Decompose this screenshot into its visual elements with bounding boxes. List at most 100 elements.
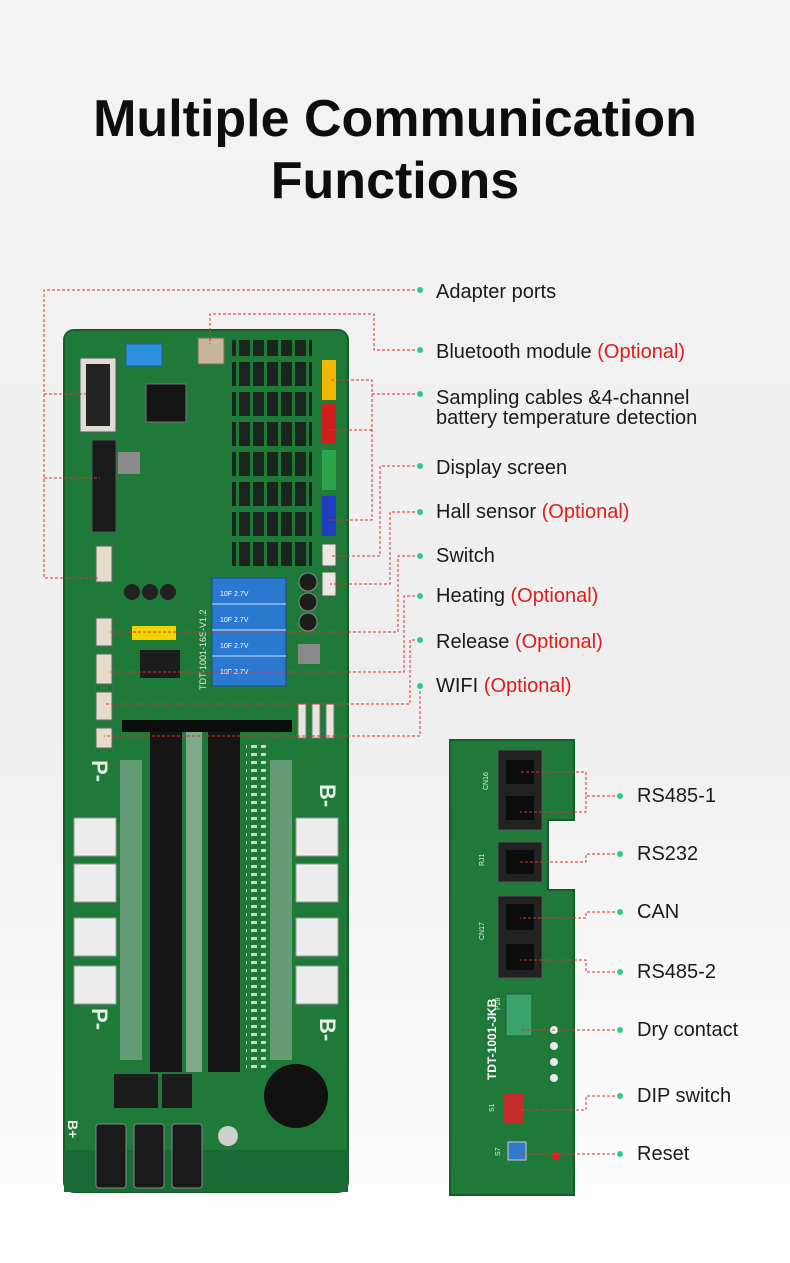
label-dot (617, 851, 623, 857)
silk-cn17: CN17 (479, 922, 486, 940)
title-line-2: Functions (270, 152, 520, 210)
sampling-connector-green (322, 450, 336, 490)
label-optional: (Optional) (483, 675, 572, 697)
label-dot (417, 509, 423, 515)
copper-pads-left (73, 817, 117, 1005)
label-name: WIFI (436, 675, 479, 697)
electrolytic-cap-3 (171, 1123, 203, 1189)
leader-bluetooth (209, 313, 420, 351)
busbar-left (120, 760, 142, 1060)
label-name: Hall sensor (436, 501, 537, 523)
leader-sampling-1 (330, 379, 420, 395)
resistor-3 (325, 703, 335, 739)
sampling-connector-yellow (322, 360, 336, 400)
busbar-middle (186, 732, 202, 1072)
label-dot (617, 1151, 623, 1157)
electrolytic-cap-1 (95, 1123, 127, 1189)
gate-drivers (246, 740, 266, 1070)
mosfet-column-left (150, 732, 182, 1072)
electrolytic-cap-2 (133, 1123, 165, 1189)
page-title: Multiple Communication Functions (0, 88, 790, 212)
small-capacitor-3 (160, 584, 176, 600)
label-name: Bluetooth module (436, 341, 592, 363)
label-dry-contact: Dry contact (637, 1019, 739, 1041)
label-dot (617, 1027, 623, 1033)
label-wifi: WIFI (Optional) (436, 675, 572, 697)
dip-switch (504, 1094, 524, 1124)
label-dot (617, 909, 623, 915)
silk-s7: S7 (495, 1147, 502, 1156)
copper-pads-right (295, 817, 339, 1005)
comm-board: TDT-1001-JKB CN17 RJ1 P28 S1 S7 CN16 (449, 739, 575, 1196)
busbar-right (270, 760, 292, 1060)
mosfet-column-right (208, 732, 240, 1072)
label-optional: (Optional) (541, 501, 630, 523)
leader-can (520, 911, 620, 919)
leader-hall (330, 511, 420, 585)
label-display-screen: Display screen (436, 457, 567, 479)
small-capacitor-1 (124, 584, 140, 600)
label-dot (417, 463, 423, 469)
label-name: Release (436, 631, 510, 653)
leader-release (104, 639, 420, 705)
wifi-connector (95, 691, 113, 721)
label-dot (417, 593, 423, 599)
silk-b-minus-top: B- (315, 784, 340, 807)
hall-connector (321, 571, 337, 597)
main-board-model-silk: TDT-1001-16S-V1.2 (198, 609, 208, 690)
small-capacitor-2 (142, 584, 158, 600)
yellow-component (132, 626, 176, 640)
label-name: Switch (436, 545, 495, 567)
label-bluetooth-module: Bluetooth module (Optional) (436, 341, 685, 363)
label-dip-switch: DIP switch (637, 1085, 732, 1107)
inductor (118, 452, 140, 474)
cap-top-silver (218, 1126, 238, 1146)
label-sampling-cables: Sampling cables &4-channel battery tempe… (436, 388, 697, 428)
cap-c (298, 612, 318, 632)
label-heating: Heating (Optional) (436, 585, 598, 607)
pad-right-2 (295, 863, 339, 903)
main-board: 10F 2.7V 10F 2.7V 10F 2.7V 10F 2.7V TDT-… (63, 329, 349, 1193)
leader-dip-switch (514, 1095, 620, 1111)
label-rs485-1: RS485-1 (637, 785, 716, 807)
label-name: Adapter ports (436, 281, 557, 303)
pad-left-3 (73, 917, 117, 957)
cap-b (298, 592, 318, 612)
pad-right-4 (295, 965, 339, 1005)
leader-rs232 (520, 853, 620, 863)
pad-left-4 (73, 965, 117, 1005)
label-dot (417, 683, 423, 689)
label-optional: (Optional) (514, 631, 603, 653)
bottom-chip-1 (114, 1074, 158, 1108)
label-name-line-2: battery temperature detection (436, 407, 698, 429)
label-dot (417, 391, 423, 397)
leader-sampling-2 (330, 394, 373, 521)
label-rs232: RS232 (637, 843, 699, 865)
label-optional: (Optional) (510, 585, 599, 607)
release-connector (95, 653, 113, 685)
sampling-connector-blue (322, 496, 336, 536)
bottom-chip-2 (162, 1074, 192, 1108)
label-dot (617, 793, 623, 799)
label-dot (417, 347, 423, 353)
adapter-port-left (95, 545, 113, 583)
buzzer (264, 1064, 328, 1128)
inductor-2 (298, 644, 320, 664)
silk-p28: P28 (495, 997, 502, 1010)
leader-adapter-ports (43, 289, 420, 579)
leader-lines (43, 289, 620, 1155)
label-name: Heating (436, 585, 505, 607)
leader-display (330, 465, 420, 557)
reset-led (552, 1152, 560, 1160)
heating-connector (95, 617, 113, 647)
label-dot (617, 969, 623, 975)
label-reset: Reset (637, 1143, 690, 1165)
leader-rs485-2 (520, 959, 620, 973)
label-dot (417, 287, 423, 293)
aux-connector (95, 727, 113, 749)
mcu-chip (145, 383, 187, 423)
relay-chip (140, 650, 180, 678)
title-line-1: Multiple Communication (93, 90, 697, 148)
leader-rs485-1b (520, 796, 587, 813)
supercap-label-3: 10F 2.7V (220, 643, 249, 650)
